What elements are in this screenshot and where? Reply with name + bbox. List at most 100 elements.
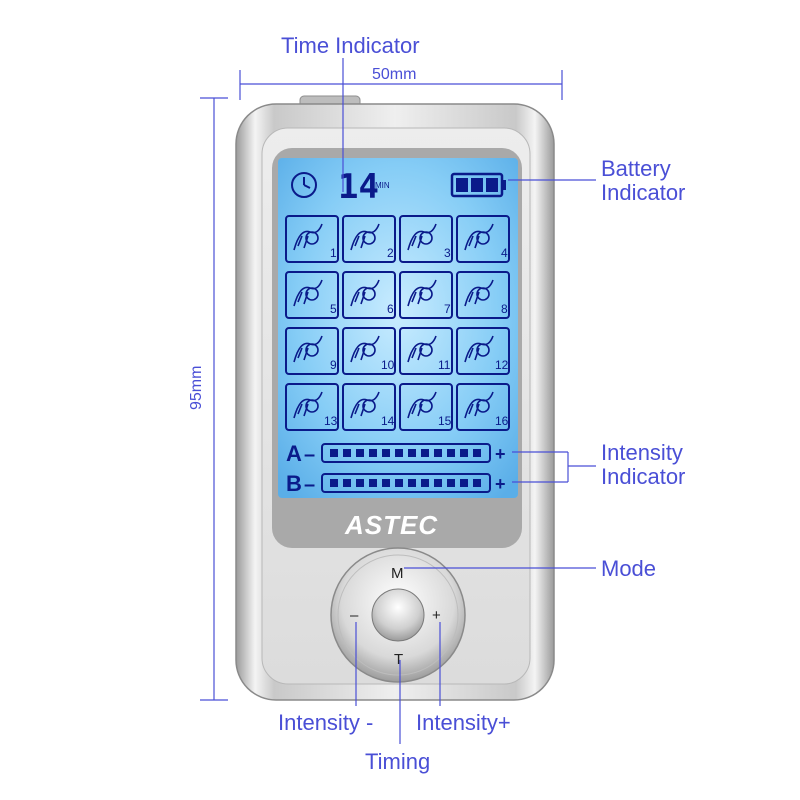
height-dimension-line <box>200 97 228 701</box>
channel-a-segments <box>330 449 481 457</box>
program-tile-4: 4 <box>456 215 510 263</box>
intensity-segment <box>343 479 351 487</box>
channel-b-plus: + <box>495 474 506 494</box>
program-tile-16: 16 <box>456 383 510 431</box>
intensity-segment <box>343 449 351 457</box>
time-indicator-label: Time Indicator <box>281 33 420 58</box>
program-tile-frame <box>342 327 396 375</box>
callout-lines <box>342 58 596 744</box>
intensity-indicator-label: Intensity Indicator <box>601 441 685 489</box>
intensity-segment <box>447 479 455 487</box>
program-tile-14: 14 <box>342 383 396 431</box>
battery-indicator-label-line1: Battery <box>601 156 671 181</box>
timing-label: Timing <box>365 749 431 774</box>
program-number: 3 <box>444 246 451 260</box>
program-number: 14 <box>381 414 395 428</box>
program-pictogram-icon <box>464 279 494 307</box>
intensity-minus-label: Intensity - <box>278 710 374 735</box>
intensity-minus-button[interactable]: – <box>350 607 359 624</box>
program-pictogram-icon <box>350 279 380 307</box>
program-tile-3: 3 <box>399 215 453 263</box>
program-number: 2 <box>387 246 394 260</box>
program-pictogram-icon <box>350 223 380 251</box>
center-button[interactable] <box>371 588 425 642</box>
intensity-indicator-label-line2: Indicator <box>601 464 686 489</box>
channel-a-label: A <box>286 441 302 466</box>
battery-bar <box>486 178 498 192</box>
program-tile-2: 2 <box>342 215 396 263</box>
intensity-segment <box>330 479 338 487</box>
intensity-segment <box>382 449 390 457</box>
program-tile-frame <box>456 383 510 431</box>
program-tile-15: 15 <box>399 383 453 431</box>
program-tile-11: 11 <box>399 327 453 375</box>
program-tile-frame <box>399 215 453 263</box>
channel-b-label: B <box>286 471 302 496</box>
program-number: 5 <box>330 302 337 316</box>
program-tile-frame <box>285 271 339 319</box>
intensity-segment <box>447 449 455 457</box>
program-tile-frame <box>342 271 396 319</box>
battery-bar <box>471 178 483 192</box>
program-tile-frame <box>456 271 510 319</box>
program-tile-frame <box>285 383 339 431</box>
intensity-segment <box>434 449 442 457</box>
program-pictogram-icon <box>293 279 323 307</box>
intensity-segment <box>330 449 338 457</box>
program-number: 9 <box>330 358 337 372</box>
intensity-segment <box>408 449 416 457</box>
battery-indicator-label: Battery Indicator <box>601 157 685 205</box>
brand-logo: ASTEC <box>344 510 438 540</box>
intensity-segment <box>460 449 468 457</box>
control-ring-inner <box>337 554 459 676</box>
program-tile-frame <box>342 383 396 431</box>
program-pictogram-icon <box>407 391 437 419</box>
program-pictogram-icon <box>293 335 323 363</box>
program-pictogram-icon <box>407 335 437 363</box>
program-tile-frame <box>285 327 339 375</box>
program-number: 15 <box>438 414 452 428</box>
program-tile-frame <box>456 215 510 263</box>
intensity-segment <box>421 479 429 487</box>
program-tile-5: 5 <box>285 271 339 319</box>
program-tile-10: 10 <box>342 327 396 375</box>
program-number: 8 <box>501 302 508 316</box>
intensity-segment <box>460 479 468 487</box>
program-tile-frame <box>456 327 510 375</box>
program-tile-12: 12 <box>456 327 510 375</box>
program-pictogram-icon <box>293 391 323 419</box>
intensity-segment <box>369 449 377 457</box>
program-tile-frame <box>399 383 453 431</box>
battery-indicator-label-line2: Indicator <box>601 180 686 205</box>
intensity-segment <box>408 479 416 487</box>
battery-bar <box>456 178 468 192</box>
program-tile-frame <box>285 215 339 263</box>
program-pictogram-icon <box>350 335 380 363</box>
program-tile-frame <box>399 271 453 319</box>
intensity-segment <box>434 479 442 487</box>
program-tile-8: 8 <box>456 271 510 319</box>
program-number: 1 <box>330 246 337 260</box>
channel-b-minus: – <box>304 474 315 496</box>
program-number: 10 <box>381 358 395 372</box>
program-tile-13: 13 <box>285 383 339 431</box>
clock-icon <box>291 172 317 198</box>
intensity-plus-button[interactable]: + <box>432 607 441 624</box>
timer-value: 14 <box>338 167 379 207</box>
timing-button[interactable]: T <box>394 651 403 668</box>
mode-button[interactable]: M <box>391 565 404 582</box>
program-tile-frame <box>342 215 396 263</box>
channel-b-bar-frame <box>321 473 491 493</box>
channel-a-minus: – <box>304 444 315 466</box>
battery-icon <box>450 172 506 198</box>
channel-b-segments <box>330 479 481 487</box>
width-dimension-line <box>239 70 563 100</box>
program-pictogram-icon <box>464 223 494 251</box>
intensity-segment <box>356 449 364 457</box>
intensity-segment <box>421 449 429 457</box>
program-number: 13 <box>324 414 338 428</box>
intensity-segment <box>395 479 403 487</box>
program-pictogram-icon <box>407 279 437 307</box>
program-number: 7 <box>444 302 451 316</box>
